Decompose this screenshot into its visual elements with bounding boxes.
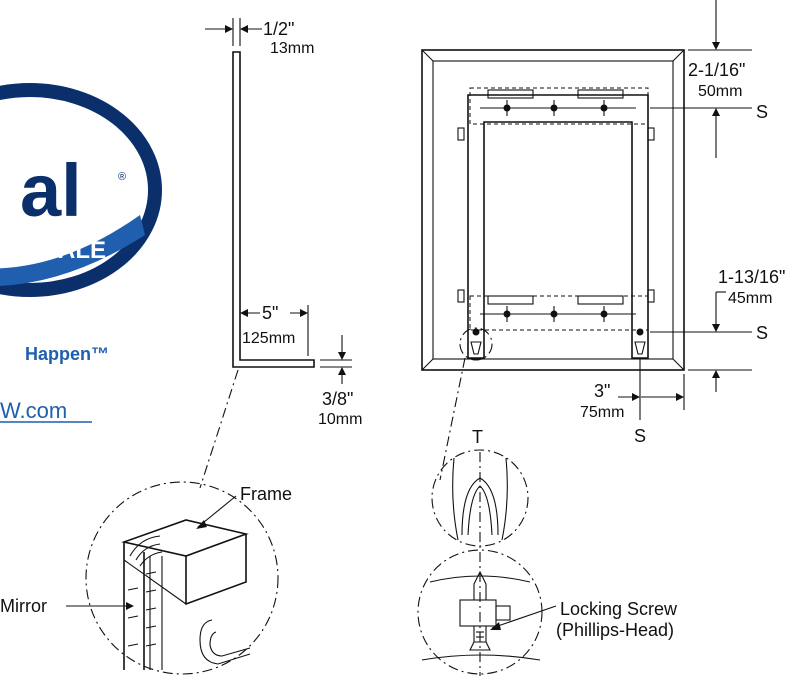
leg-screw-hole (472, 328, 480, 336)
frame-side-face (123, 542, 187, 605)
side-tab (457, 127, 465, 141)
mirror-frame-outer (421, 49, 685, 371)
locking-screw-sublabel: (Phillips-Head) (556, 620, 674, 640)
locking-screw-left (470, 341, 482, 355)
bottom-clip-right (577, 295, 624, 305)
detail-leader-screw (439, 357, 466, 481)
detail-t-slot (461, 477, 499, 536)
screw-shank (473, 626, 487, 643)
bevel-corner (672, 358, 685, 371)
detail-t-circle (431, 449, 529, 547)
brand-logo: al ® SALE Happen™ W.com (0, 83, 162, 423)
bottom-bracket-hidden (469, 295, 649, 331)
arrowhead (338, 367, 346, 375)
detail-t-upper: T (431, 427, 529, 676)
arrowhead (196, 520, 207, 529)
detail-screw-contour-bottom (421, 654, 541, 661)
screw-head (469, 641, 491, 651)
detail-t-leg-left (452, 457, 459, 541)
frame-hatch (135, 543, 161, 561)
screw-tab (495, 605, 511, 621)
logo-mark-sub: SALE (42, 237, 106, 264)
frame-front-face (185, 534, 247, 606)
arrowhead (676, 393, 684, 401)
dim-return-depth-imperial: 5" (262, 303, 278, 323)
arrowhead (338, 352, 346, 360)
mirror-hatch (145, 571, 157, 647)
detail-callout-circle (459, 327, 493, 361)
detail-leader-frame (199, 369, 239, 489)
arrowhead (712, 42, 720, 50)
front-view: 2-1/16" 50mm S 1-13/16" 45mm S 3" 75mm S (421, 0, 785, 481)
frame-clip-inner (209, 631, 251, 657)
screw-tip (473, 570, 487, 600)
dim-side-offset-imperial: 3" (594, 381, 610, 401)
top-clip-right (577, 89, 624, 99)
side-tab (647, 289, 655, 303)
logo-website-link[interactable]: W.com (0, 398, 67, 423)
dim-top-offset-imperial: 2-1/16" (688, 60, 745, 80)
mirror-label: Mirror (0, 596, 47, 616)
dim-top-offset-metric: 50mm (698, 83, 742, 100)
l-profile-outline (232, 51, 315, 368)
bottom-clip-left (487, 295, 534, 305)
dim-bottom-offset-imperial: 1-13/16" (718, 267, 785, 287)
top-clip-left (487, 89, 534, 99)
logo-swoosh (0, 215, 145, 286)
frame-top-face (121, 519, 249, 557)
dim-top-thickness-imperial: 1/2" (263, 19, 294, 39)
detail-frame-mirror: Frame Mirror (0, 481, 292, 675)
dim-return-depth-metric: 125mm (242, 330, 295, 347)
bevel-corner (421, 358, 434, 371)
frame-hatch (129, 535, 161, 557)
arrowhead (632, 393, 640, 401)
side-view-profile: 1/2" 13mm 5" 125mm 3/8" 10mm (199, 18, 362, 489)
frame-hatch (139, 551, 163, 567)
detail-t-leg-right (501, 457, 508, 541)
arrowhead (240, 25, 248, 33)
mirror-hatch-left (127, 587, 139, 647)
detail-screw-contour-top (429, 575, 531, 583)
arrowhead (225, 25, 233, 33)
dim-return-thickness-imperial: 3/8" (322, 389, 353, 409)
locking-screw-label: Locking Screw (560, 599, 678, 619)
screw-mark-top: S (756, 102, 768, 122)
arrowhead (126, 602, 134, 610)
locking-screw-leader (491, 605, 557, 629)
arrowhead (300, 309, 308, 317)
hanging-bracket (467, 94, 649, 359)
arrowhead (712, 324, 720, 332)
detail-frame-circle (85, 481, 279, 675)
dim-bottom-offset-metric: 45mm (728, 290, 772, 307)
top-bracket-hidden (469, 87, 649, 125)
detail-t-slot-inner (467, 485, 493, 536)
logo-mark-letters: al (20, 149, 82, 232)
logo-tagline: Happen™ (25, 344, 109, 364)
side-tab (647, 127, 655, 141)
dim-top-thickness-metric: 13mm (270, 40, 314, 57)
frame-clip (199, 619, 251, 665)
bevel-corner (421, 49, 434, 62)
mirror-frame-inner (432, 60, 674, 360)
leg-screw-hole (636, 328, 644, 336)
side-tab (457, 289, 465, 303)
arrowhead (490, 622, 501, 630)
screw-mark-side: S (634, 426, 646, 446)
arrowhead (240, 309, 248, 317)
detail-screw-circle (417, 549, 543, 675)
logo-registered: ® (118, 171, 126, 183)
screw-mark-bottom: S (756, 323, 768, 343)
frame-label: Frame (240, 484, 292, 504)
detail-mark-t: T (472, 427, 483, 447)
dim-side-offset-metric: 75mm (580, 404, 624, 421)
arrowhead (712, 108, 720, 116)
detail-locking-screw: Locking Screw (Phillips-Head) (417, 549, 678, 675)
bevel-corner (672, 49, 685, 62)
screw-housing (459, 599, 497, 627)
locking-screw-right (634, 341, 646, 355)
arrowhead (712, 370, 720, 378)
dim-return-thickness-metric: 10mm (318, 411, 362, 428)
